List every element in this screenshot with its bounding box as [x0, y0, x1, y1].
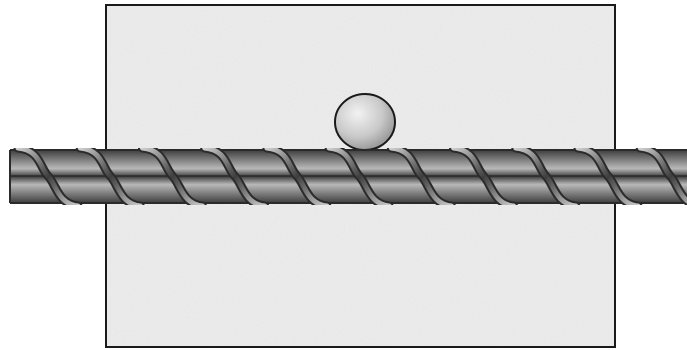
sphere-body	[335, 94, 395, 150]
sphere	[335, 94, 395, 150]
rebar	[10, 148, 687, 206]
